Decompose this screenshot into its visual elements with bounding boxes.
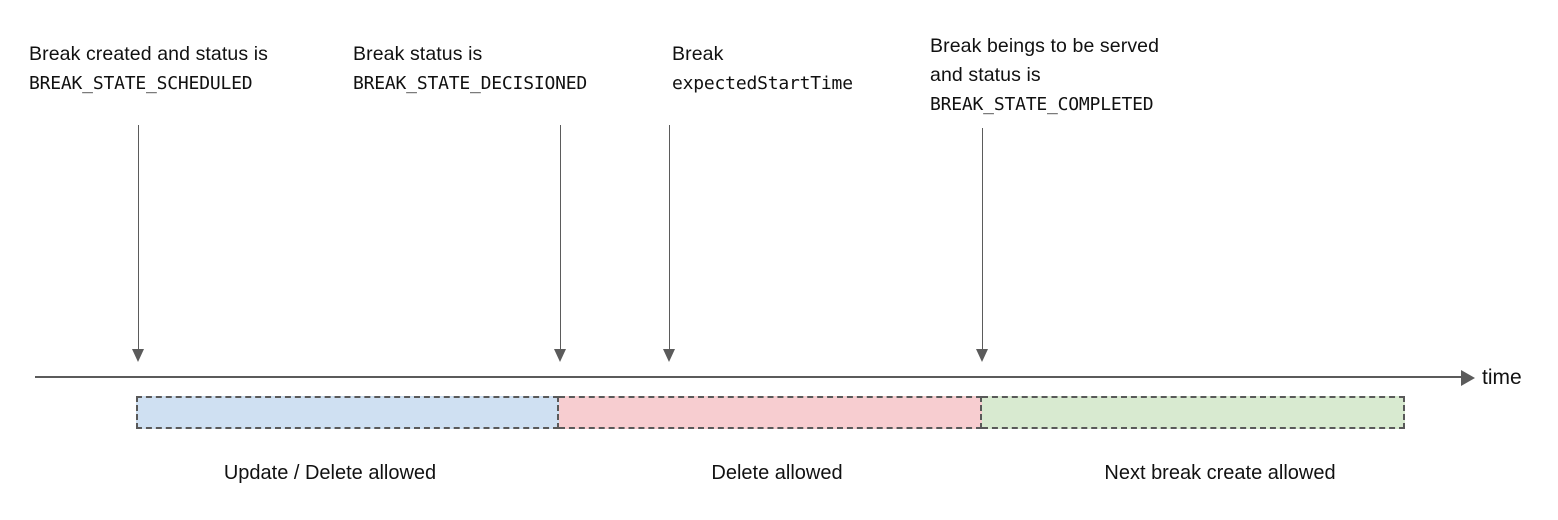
phase-caption-update-delete: Update / Delete allowed: [223, 462, 437, 484]
pointer-arrow-break-expected-start-time: [662, 125, 676, 362]
timeline-arrow-icon: [1461, 369, 1475, 386]
arrow-shaft: [137, 125, 140, 350]
arrow-head-icon: [553, 349, 566, 362]
phase-caption-next-break-create: Next break create allowed: [1104, 462, 1336, 484]
event-label-break-decisioned: Break status is BREAK_STATE_DECISIONED: [353, 40, 587, 98]
phase-caption-delete: Delete allowed: [711, 462, 843, 484]
pointer-arrow-break-created: [131, 125, 145, 362]
arrow-shaft: [981, 128, 984, 350]
timeline-axis-line: [35, 376, 1467, 378]
event-label-line: Break beings to be served: [930, 35, 1160, 57]
arrow-head-icon: [662, 349, 675, 362]
event-label-line: Break status is: [353, 43, 483, 65]
phase-bar-delete: [559, 396, 982, 429]
phase-bar-next-break-create: [982, 396, 1405, 429]
event-label-line: BREAK_STATE_DECISIONED: [353, 73, 588, 94]
phase-bar-update-delete: [136, 396, 559, 429]
event-label-break-expected-start-time: Break expectedStartTime: [672, 40, 853, 98]
axis-label-time: time: [1482, 366, 1522, 389]
arrow-shaft: [559, 125, 562, 350]
event-label-break-completed: Break beings to be served and status is BR…: [930, 32, 1159, 119]
event-label-break-created: Break created and status is BREAK_STATE_S…: [29, 40, 268, 98]
arrow-shaft: [668, 125, 671, 350]
event-label-line: BREAK_STATE_COMPLETED: [930, 94, 1154, 115]
phase-bar-group: [136, 396, 1405, 429]
arrow-head-icon: [131, 349, 144, 362]
pointer-arrow-break-completed: [975, 128, 989, 362]
event-label-line: expectedStartTime: [672, 73, 853, 94]
pointer-arrow-break-decisioned: [553, 125, 567, 362]
arrow-head-icon: [975, 349, 988, 362]
event-label-line: and status is: [930, 64, 1041, 86]
event-label-line: BREAK_STATE_SCHEDULED: [29, 73, 253, 94]
event-label-line: Break: [672, 43, 724, 65]
event-label-line: Break created and status is: [29, 43, 268, 65]
